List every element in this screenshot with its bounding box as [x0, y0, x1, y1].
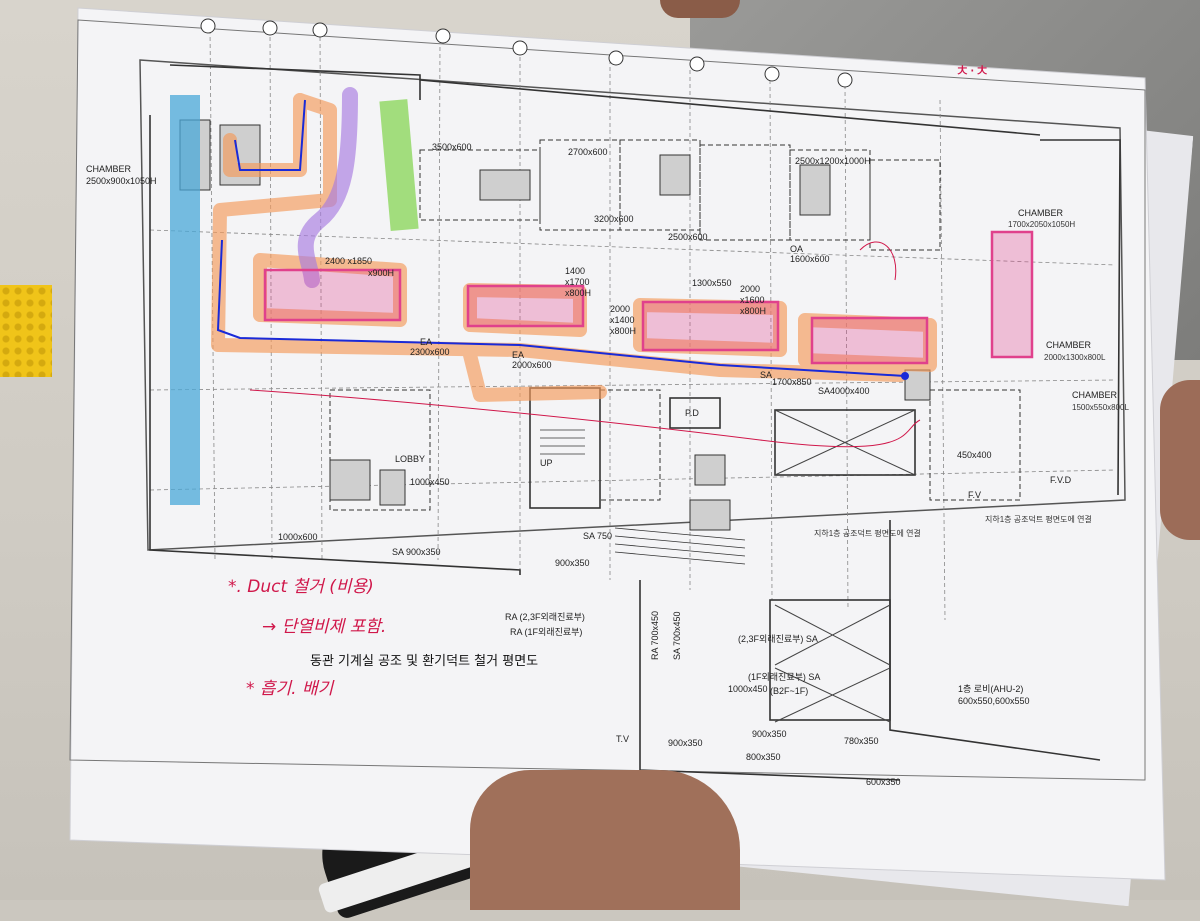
grid-bubbles	[200, 18, 853, 88]
label-3500: 3500x600	[432, 142, 472, 152]
label-1400c: x800H	[565, 288, 591, 298]
sheet-frame	[69, 19, 1146, 781]
label-2000c: x800H	[610, 326, 636, 336]
label-oa: OA	[790, 244, 803, 254]
label-oa-size: 1600x600	[790, 254, 830, 264]
label-chamber-right-top: CHAMBER	[1018, 208, 1064, 218]
blue-highlight	[170, 95, 200, 505]
label-2000b: x1400	[610, 315, 635, 325]
label-ra-23f: RA (2,3F외래진료부)	[505, 611, 585, 622]
drawing-title: 동관 기계실 공조 및 환기덕트 철거 평면도	[310, 654, 538, 669]
label-lobby-ahu: 1층 로비(AHU-2)	[958, 684, 1023, 694]
green-highlight	[379, 99, 419, 232]
pink-highlight	[263, 230, 1034, 365]
label-sa-1f: (1F외래진료부) SA	[748, 671, 820, 682]
label-chamber-right-mid: CHAMBER	[1046, 340, 1092, 350]
label-900x350: 900x350	[555, 558, 590, 568]
label-sa-right: SA	[760, 370, 772, 380]
label-800x350: 800x350	[746, 752, 781, 762]
label-sa-23f: (2,3F외래진료부) SA	[738, 633, 818, 644]
floor-plan-svg: CHAMBER 2500x900x1050H CHAMBER 1700x2050…	[69, 7, 1166, 881]
label-600x350: 600x350	[866, 777, 901, 787]
label-sa-right2-size: 4000x400	[830, 386, 870, 396]
label-780x350: 780x350	[844, 736, 879, 746]
label-1000x600: 1000x600	[278, 532, 318, 542]
label-ra-1f: RA (1F외래진료부)	[510, 626, 582, 637]
label-2000a: 2000	[610, 304, 630, 314]
label-ea-main: EA	[512, 350, 524, 360]
label-sa-right-size: 1700x850	[772, 377, 812, 387]
label-sa-right2: SA	[818, 386, 830, 396]
label-ea-main-size: 2000x600	[512, 360, 552, 370]
stairs	[540, 429, 746, 565]
handwritten-note-2: → 단열비제 포함.	[262, 617, 386, 637]
label-2000f: x800H	[740, 306, 766, 316]
label-lobby: LOBBY	[395, 454, 425, 464]
label-2500b: 2500x1200x1000H	[795, 156, 871, 166]
label-ea-left-size: 2300x600	[410, 347, 450, 357]
label-1000x450: 1000x450	[410, 477, 450, 487]
label-tv: T.V	[616, 734, 629, 744]
blue-pen-route	[216, 99, 909, 380]
label-fv: F.V	[968, 490, 981, 500]
label-900x350c: 900x350	[752, 729, 787, 739]
label-chamber-right-low-size: 1500x550x800L	[1072, 403, 1129, 412]
label-900x350b: 900x350	[668, 738, 703, 748]
label-1300: 1300x550	[692, 278, 732, 288]
holding-hand-right	[1160, 380, 1200, 540]
label-2700: 2700x600	[568, 147, 608, 157]
label-chamber-left: CHAMBER	[86, 164, 132, 174]
label-chamber-right-top-size: 1700x2050x1050H	[1008, 220, 1075, 229]
label-fvd: F.V.D	[1050, 475, 1072, 485]
label-right-note2: 지하1층 공조덕트 평면도에 연결	[814, 528, 921, 538]
plan-border	[139, 59, 1126, 551]
purple-highlight	[297, 87, 358, 288]
label-sa-700x450: SA 700x450	[672, 611, 682, 660]
tactile-paving	[0, 285, 52, 377]
label-2500: 2500x600	[668, 232, 708, 242]
label-pd: P.D	[685, 408, 699, 418]
hand-top	[660, 0, 740, 18]
label-up: UP	[540, 458, 553, 468]
label-ra-700x450: RA 700x450	[650, 611, 660, 660]
label-1000x450b: 1000x450	[728, 684, 768, 694]
label-b2f: (B2F~1F)	[770, 686, 808, 696]
holding-hand	[470, 770, 740, 910]
red-pen-lines	[249, 241, 921, 448]
void-marks	[774, 409, 916, 723]
plan-labels: CHAMBER 2500x900x1050H CHAMBER 1700x2050…	[86, 142, 1129, 787]
label-sa-750: SA 750	[583, 531, 612, 541]
floor-plan-sheet: CHAMBER 2500x900x1050H CHAMBER 1700x2050…	[69, 7, 1166, 881]
duct-lines	[329, 139, 1021, 511]
label-1400b: x1700	[565, 277, 590, 287]
paper	[69, 7, 1166, 881]
label-2000e: x1600	[740, 295, 765, 305]
label-450x400: 450x400	[957, 450, 992, 460]
label-chamber-left-size: 2500x900x1050H	[86, 176, 157, 186]
handwritten-note-3: * 흡기. 배기	[246, 679, 335, 699]
label-lobby-ahu-size: 600x550,600x550	[958, 696, 1030, 706]
label-ea-left: EA	[420, 337, 432, 347]
label-right-note: 지하1층 공조덕트 평면도에 연결	[985, 514, 1092, 524]
corner-mark: ㅊ·ㅊ	[955, 61, 990, 80]
label-3200: 3200x600	[594, 214, 634, 224]
label-1400: 1400	[565, 266, 585, 276]
label-sa-900: SA 900x350	[392, 547, 441, 557]
handwritten-note-1: *. Duct 철거 (비용)	[228, 577, 374, 597]
label-2400h: x900H	[368, 268, 394, 278]
label-2400: 2400 x1850	[325, 256, 372, 266]
label-chamber-right-mid-size: 2000x1300x800L	[1044, 353, 1106, 362]
label-chamber-right-low: CHAMBER	[1072, 390, 1118, 400]
label-2000d: 2000	[740, 284, 760, 294]
